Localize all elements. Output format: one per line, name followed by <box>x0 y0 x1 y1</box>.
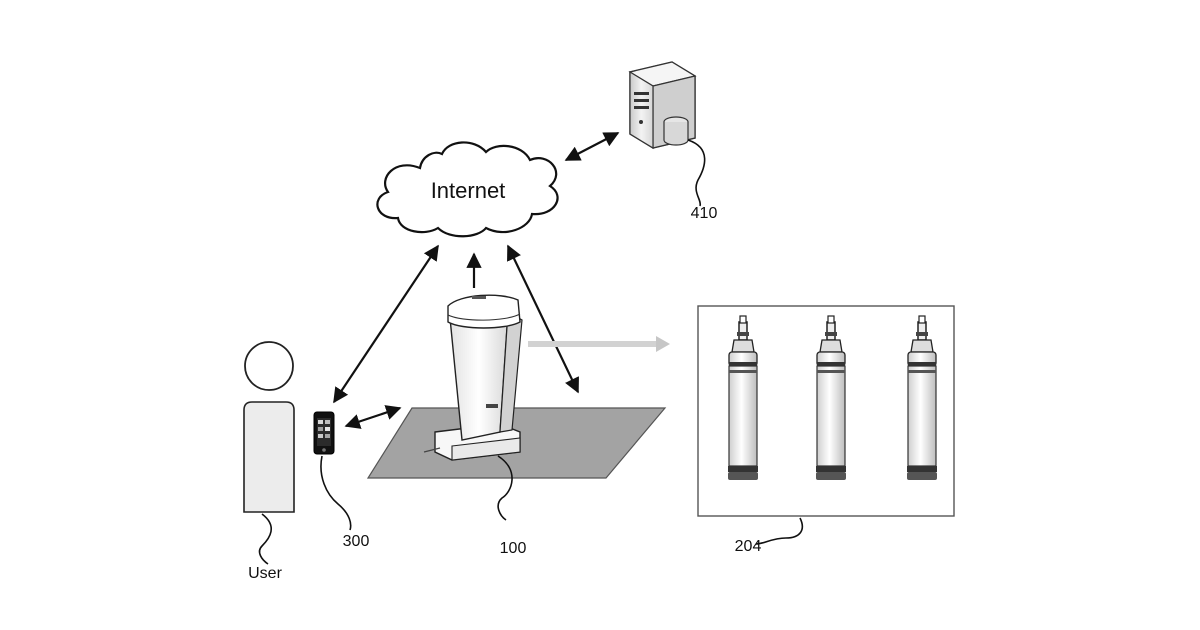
server: 410 <box>630 62 717 222</box>
phone: 300 <box>314 412 369 550</box>
phone-leader-line <box>321 456 351 530</box>
user: User <box>244 342 294 582</box>
user-leader-line <box>260 514 272 564</box>
appliance-icon <box>424 295 522 460</box>
smartphone-icon <box>314 412 334 454</box>
phone-ref-label: 300 <box>343 533 370 550</box>
user-label: User <box>248 565 282 582</box>
internet-cloud: Internet <box>377 142 557 236</box>
sensors-panel: 204 <box>698 306 954 555</box>
sensors-leader-line <box>756 518 802 544</box>
device-ref-label: 100 <box>500 540 527 557</box>
cloud-label: Internet <box>431 178 506 203</box>
person-icon <box>244 342 294 512</box>
transfer-arrow <box>528 336 670 352</box>
server-leader-line <box>688 140 705 206</box>
arrow-cloud-server <box>566 133 618 160</box>
sensors-ref-label: 204 <box>735 538 762 555</box>
server-ref-label: 410 <box>691 205 718 222</box>
server-icon <box>630 62 695 148</box>
arrow-phone-device <box>346 408 400 426</box>
arrow-phone-cloud <box>334 246 438 402</box>
